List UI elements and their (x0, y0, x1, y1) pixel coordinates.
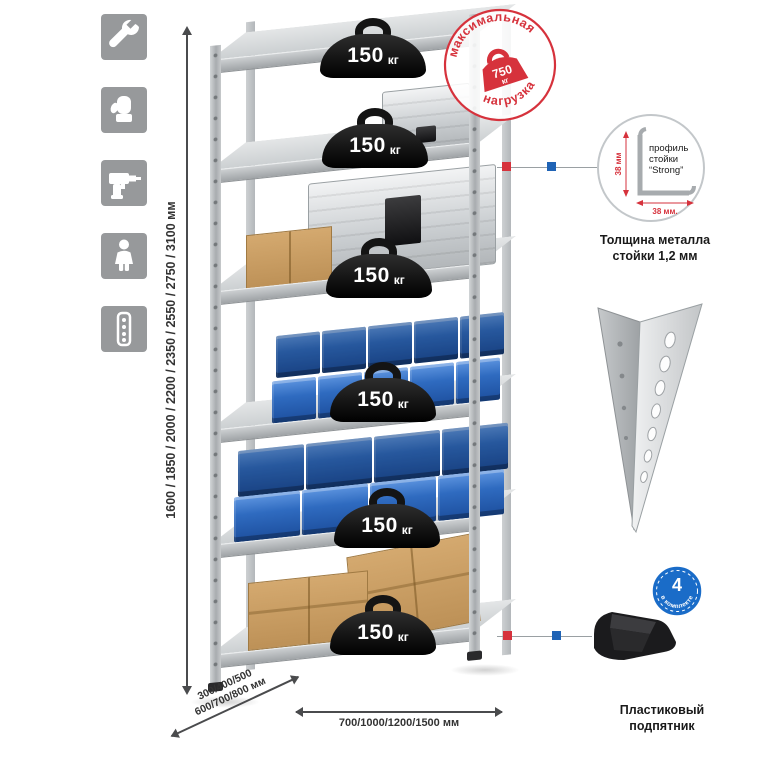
profile-label-1: профиль (649, 143, 688, 154)
floor-shadow (190, 696, 260, 708)
blue-marker (547, 162, 556, 171)
wrench-icon (101, 14, 147, 60)
load-value: 150 (357, 621, 394, 644)
angle-post-image (578, 298, 713, 548)
rack-foot (467, 650, 482, 661)
person-icon (101, 233, 147, 279)
height-dimension-label: 1600 / 1850 / 2000 / 2200 / 2350 / 2550 … (164, 201, 178, 519)
gloves-icon (101, 87, 147, 133)
load-value: 150 (349, 134, 386, 157)
badge-number: 4 (672, 575, 682, 595)
load-unit: кг (397, 396, 409, 411)
arrow-up-icon (182, 26, 192, 35)
stamp-weight-handle-icon (486, 48, 510, 64)
callout-connector-line (497, 636, 592, 637)
storage-bin (414, 316, 458, 364)
metal-thickness-caption: Толщина металла стойки 1,2 мм (599, 233, 711, 264)
stamp-weight-value: 750 (490, 62, 514, 82)
load-value: 150 (357, 388, 394, 411)
blue-marker (552, 631, 561, 640)
feature-icon-strip (101, 14, 147, 352)
perforated-post-icon (101, 306, 147, 352)
storage-bin-large (238, 444, 304, 498)
red-marker (502, 162, 511, 171)
quantity-badge: 4 в комплекте (650, 564, 704, 623)
load-unit: кг (387, 52, 399, 67)
load-value: 150 (353, 264, 390, 287)
stamp-weight-icon (482, 56, 529, 93)
profile-dim-vertical: 38 мм (614, 152, 623, 175)
red-marker (503, 631, 512, 640)
load-unit: кг (397, 629, 409, 644)
plastic-foot-image (584, 592, 684, 669)
box-seam (308, 577, 310, 644)
box-seam (289, 231, 291, 285)
load-unit: кг (393, 272, 405, 287)
storage-bin (276, 331, 320, 379)
width-dimension: 700/1000/1200/1500 мм (295, 707, 503, 729)
width-dimension-label: 700/1000/1200/1500 мм (338, 717, 460, 729)
height-dimension-line (186, 34, 188, 686)
profile-dim-horizontal: 38 мм. (652, 207, 677, 216)
stamp-weight-unit: кг (500, 75, 509, 86)
load-unit: кг (401, 522, 413, 537)
post-profile-callout: 38 мм 38 мм. профиль стойки “Strong” (596, 113, 706, 228)
load-value: 150 (347, 44, 384, 67)
drill-icon (101, 160, 147, 206)
storage-bin (460, 312, 504, 359)
storage-bin-large (374, 429, 440, 483)
storage-bin-large (234, 490, 300, 543)
arrow-down-icon (182, 686, 192, 695)
rack-back-post (246, 21, 255, 671)
rack-front-post-left (210, 44, 221, 686)
width-dimension-line (295, 707, 503, 717)
load-unit: кг (389, 142, 401, 157)
floor-shadow (450, 664, 520, 676)
plastic-foot-caption: Пластиковый подпятник (619, 703, 705, 734)
max-load-stamp: максимальная нагрузка 750 кг (437, 0, 559, 129)
profile-label-2: стойки (649, 154, 678, 165)
post-profile-drawing (637, 135, 689, 196)
load-value: 150 (361, 514, 398, 537)
storage-bin (272, 376, 316, 424)
storage-bin-large (306, 436, 372, 490)
profile-label-3: “Strong” (649, 165, 683, 176)
